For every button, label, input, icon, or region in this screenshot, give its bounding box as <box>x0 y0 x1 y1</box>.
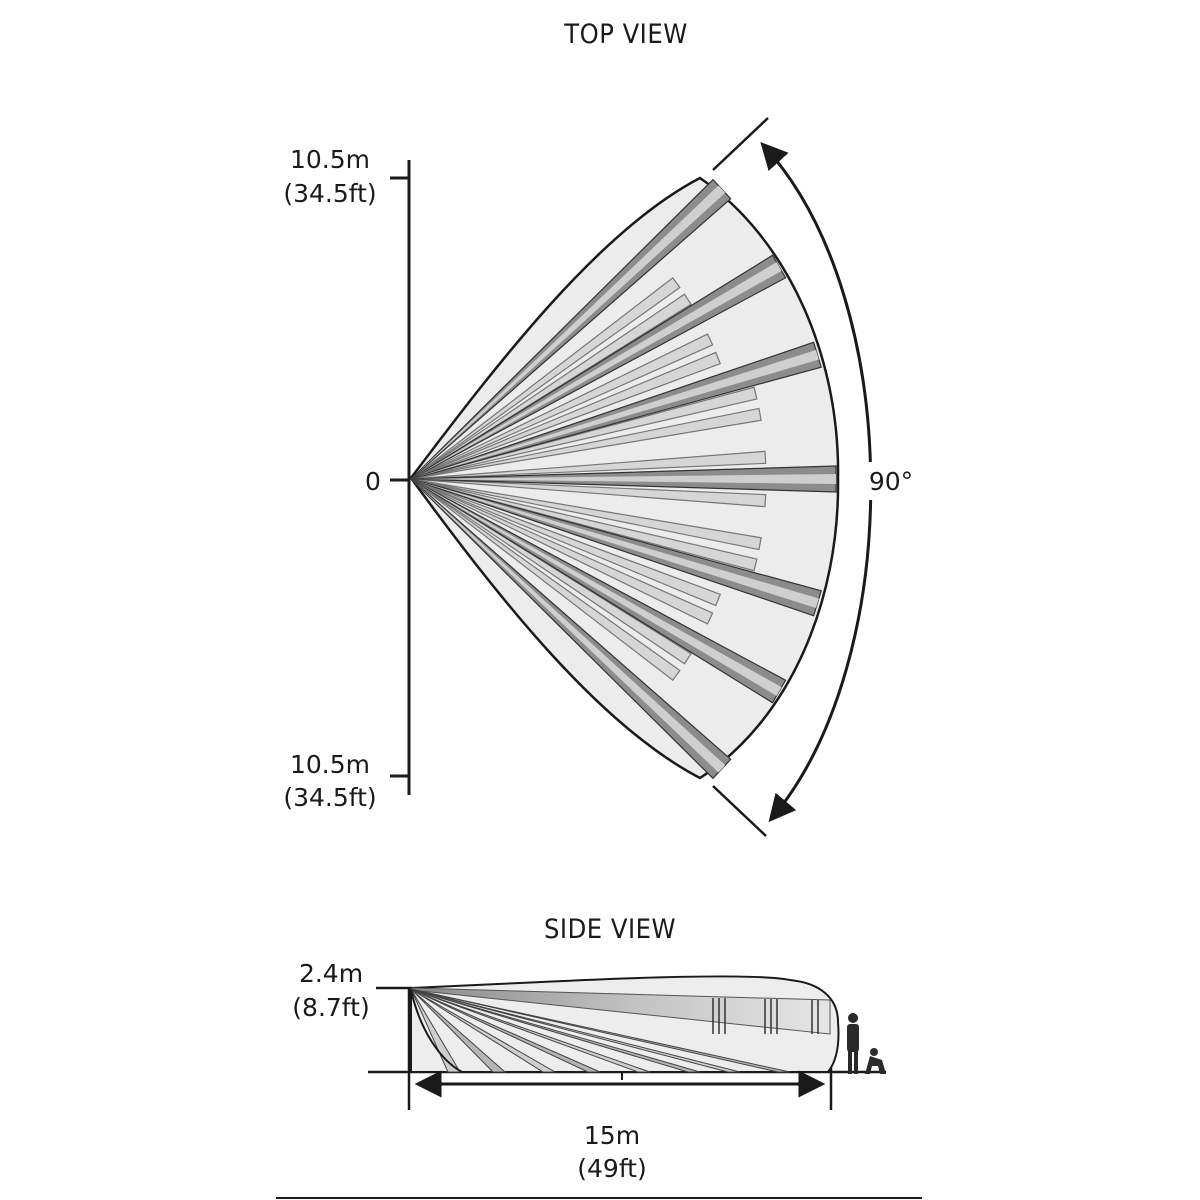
inner-beam <box>410 407 762 480</box>
outer-beam <box>410 478 822 617</box>
inner-beam <box>410 386 758 480</box>
side-descending-beams <box>410 988 791 1073</box>
inner-beam <box>410 333 714 480</box>
height-label: 2.4m <box>299 959 363 988</box>
detection-beams <box>410 178 837 780</box>
person-icon <box>847 1013 859 1074</box>
side-beam-segments <box>712 998 819 1034</box>
outer-beam-highlight <box>411 185 726 479</box>
range-axis <box>390 160 411 795</box>
outer-beam-highlight <box>411 262 782 479</box>
side-view: SIDE VIEW 2.4m (8.7ft) <box>292 914 886 1183</box>
outer-beam-highlight <box>411 479 726 773</box>
angle-indicator: 90° <box>712 117 916 837</box>
inner-beam <box>410 478 758 572</box>
outer-beam <box>410 341 822 480</box>
lower-range-label: 10.5m <box>290 750 370 779</box>
inner-beam <box>410 478 722 607</box>
height-ft-label: (8.7ft) <box>292 993 369 1022</box>
outer-beam-highlight <box>411 349 819 479</box>
outer-beam-highlight <box>411 479 819 609</box>
inner-beam <box>410 478 762 551</box>
center-label: 0 <box>365 467 381 496</box>
upper-range-ft-label: (34.5ft) <box>283 179 376 208</box>
dog-icon <box>865 1048 886 1074</box>
inner-beam <box>410 277 681 480</box>
inner-beam <box>410 351 722 480</box>
upper-range-label: 10.5m <box>290 145 370 174</box>
angle-label: 90° <box>869 467 913 496</box>
side-near-boundary <box>410 989 463 1073</box>
top-view-title: TOP VIEW <box>563 19 687 50</box>
length-label: 15m <box>584 1121 640 1150</box>
lower-range-ft-label: (34.5ft) <box>283 783 376 812</box>
length-ft-label: (49ft) <box>577 1154 646 1183</box>
side-view-title: SIDE VIEW <box>544 914 676 945</box>
inner-beam <box>410 478 714 625</box>
inner-beam <box>410 478 681 681</box>
outer-beam-highlight <box>411 479 782 696</box>
outer-beam-highlight <box>411 474 836 484</box>
top-view: TOP VIEW 10.5m (34.5ft) 0 10.5m (34.5ft)… <box>283 19 916 837</box>
